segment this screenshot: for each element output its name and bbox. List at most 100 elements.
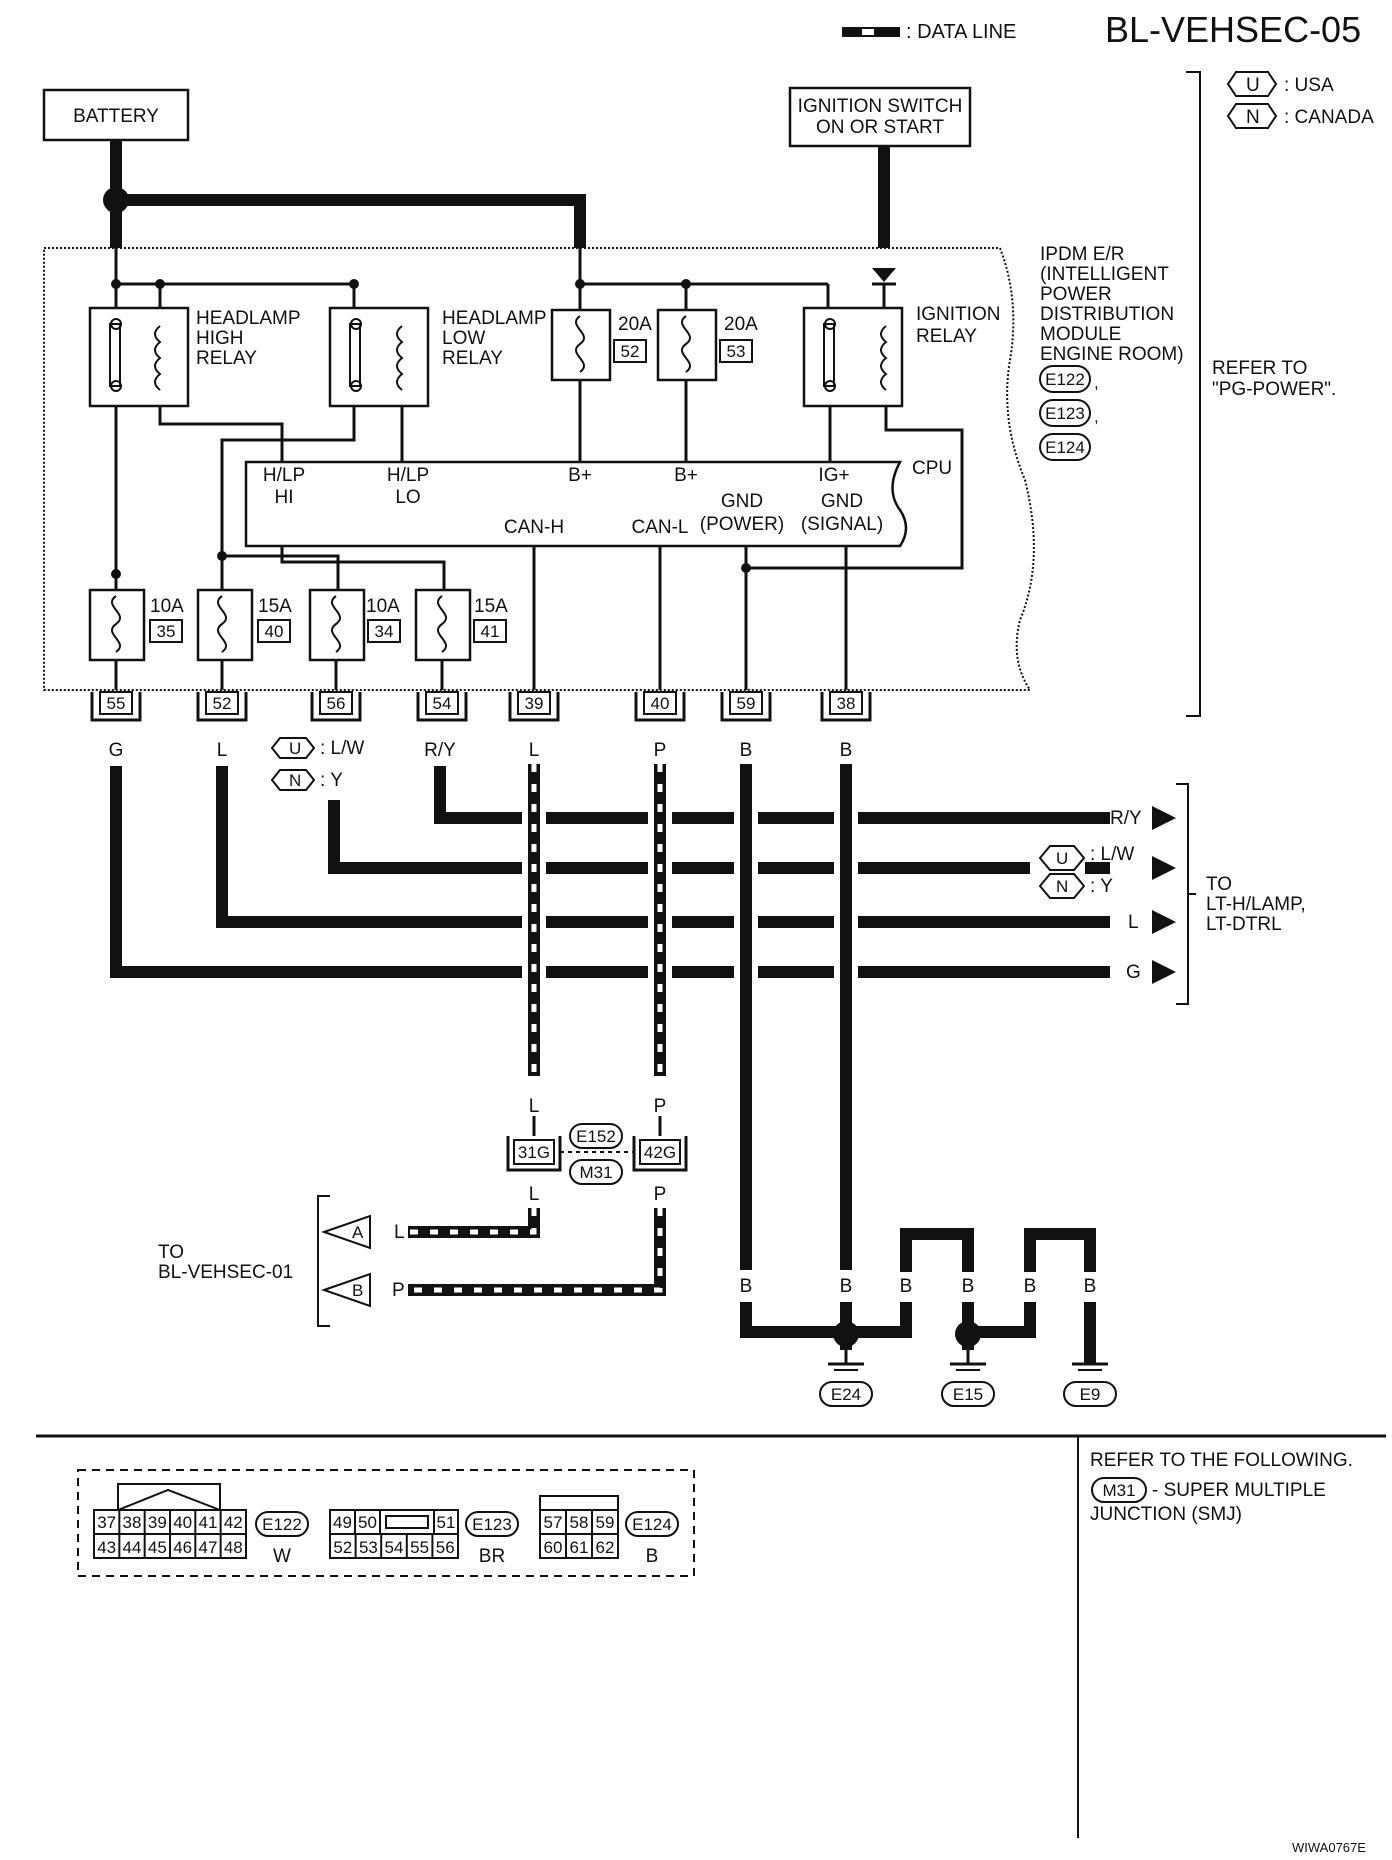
- fuse-41: 15A 41: [414, 588, 508, 662]
- cpu-gnd-signal-1: GND: [821, 491, 863, 512]
- ground-symbols: [828, 1348, 1108, 1371]
- out-y-label: : Y: [1090, 876, 1113, 897]
- pin56-color-legend: U : L/W N : Y: [270, 737, 364, 791]
- headlamp-low-relay: HEADLAMP LOW RELAY: [328, 306, 547, 408]
- cpu-hlp-lo-2: LO: [395, 487, 420, 508]
- wire-l: [216, 766, 1110, 928]
- ipdm-conn-e124: E124: [1045, 438, 1085, 457]
- region-legend: U : USA N : CANADA: [1226, 71, 1374, 129]
- link-a-code: A: [352, 1223, 364, 1242]
- joint-pin-42g: 42G: [644, 1143, 676, 1162]
- joint-connector: 31G 42G E152 M31: [506, 1123, 688, 1185]
- fuse-35: 10A 35: [88, 588, 184, 662]
- ig-relay-line2: RELAY: [916, 326, 977, 347]
- hh-relay-line2: HIGH: [196, 328, 244, 349]
- out-u-code: U: [1056, 849, 1068, 868]
- terminal-40: 40 P: [634, 691, 686, 761]
- out-dest-2: LT-H/LAMP,: [1206, 894, 1306, 915]
- terminal-54-pin: 54: [433, 694, 452, 713]
- fuse-52-amps: 20A: [618, 314, 652, 335]
- terminal-40-pin: 40: [651, 694, 670, 713]
- ground-b-6: B: [1084, 1276, 1097, 1297]
- ground-b-1: B: [740, 1276, 753, 1297]
- link-bl-vehsec01: BL-VEHSEC-01: [158, 1262, 293, 1283]
- usa-code: U: [1246, 75, 1260, 96]
- refer-smj-code: M31: [1102, 1481, 1135, 1500]
- terminal-39-color: L: [529, 740, 540, 761]
- connector-pin: 37: [97, 1513, 116, 1532]
- conn-e122-color: W: [273, 1546, 291, 1567]
- cpu-hlp-hi-2: HI: [275, 487, 294, 508]
- wire-ry: [434, 766, 1110, 824]
- ig-relay-line1: IGNITION: [916, 304, 1000, 325]
- connector-e123: [329, 1509, 459, 1559]
- joint-wire-p-bottom: P: [654, 1184, 667, 1205]
- terminal-54-color: R/Y: [424, 740, 456, 761]
- terminal-row: 55 G 52 L 56 54 R/Y 39 L 4: [90, 691, 872, 761]
- hl-relay-line2: LOW: [442, 328, 485, 349]
- link-to: TO: [158, 1242, 184, 1263]
- ipdm-bracket: [1186, 71, 1201, 717]
- cpu-gnd-signal-2: (SIGNAL): [801, 514, 883, 535]
- fuse-53-number: 53: [727, 342, 746, 361]
- ignition-label-2: ON OR START: [816, 117, 944, 138]
- ipdm-conn-e123: E123: [1045, 404, 1085, 423]
- ground-e24: E24: [831, 1385, 861, 1404]
- connector-pin: 52: [333, 1538, 352, 1557]
- cpu-label: CPU: [912, 458, 952, 479]
- refer-smj-label: - SUPER MULTIPLE: [1152, 1480, 1326, 1501]
- connector-views-box: [77, 1469, 695, 1577]
- connector-pin: 42: [224, 1513, 243, 1532]
- cpu-can-l: CAN-L: [631, 517, 688, 538]
- ground-jumper-1: [900, 1228, 974, 1272]
- terminal-38-pin: 38: [837, 694, 856, 713]
- joint-wire-p-top: P: [654, 1096, 667, 1117]
- ground-labels: E24 E15 E9: [819, 1381, 1117, 1407]
- ground-b-4: B: [962, 1276, 975, 1297]
- refer-following-title: REFER TO THE FOLLOWING.: [1090, 1450, 1353, 1471]
- refer-smj-label-2: JUNCTION (SMJ): [1090, 1504, 1242, 1525]
- out-ry-label: R/Y: [1110, 808, 1142, 829]
- pin56-u-label: : L/W: [320, 738, 364, 759]
- joint-conn-m31: M31: [579, 1163, 612, 1182]
- ipdm-label: IPDM E/R (INTELLIGENT POWER DISTRIBUTION…: [1040, 244, 1184, 365]
- svg-text:,: ,: [1094, 373, 1099, 392]
- output-bracket: [1176, 783, 1189, 1005]
- page-title: BL-VEHSEC-05: [1105, 9, 1361, 50]
- joint-wire-l-bottom: L: [529, 1184, 540, 1205]
- ignition-relay: IGNITION RELAY: [802, 304, 1000, 408]
- ground-splice-e15: [955, 1321, 981, 1347]
- terminal-52: 52 L: [196, 691, 248, 761]
- joint-wire-l-top: L: [529, 1096, 540, 1117]
- conn-e123-name: E123: [472, 1515, 512, 1534]
- connector-pin: 53: [359, 1538, 378, 1557]
- ipdm-line-3: POWER: [1040, 284, 1112, 305]
- fuse-53: 20A 53: [656, 308, 758, 382]
- cpu-gnd-power-1: GND: [721, 491, 763, 512]
- connector-pin: 62: [596, 1538, 615, 1557]
- fuse-40-number: 40: [265, 622, 284, 641]
- hl-relay-line1: HEADLAMP: [442, 308, 547, 329]
- canada-label: : CANADA: [1284, 107, 1374, 128]
- output-arrows: R/Y U : L/W N : Y L G: [1038, 806, 1176, 984]
- terminal-39-pin: 39: [525, 694, 544, 713]
- ignition-label-1: IGNITION SWITCH: [798, 96, 963, 117]
- ipdm-line-1: IPDM E/R: [1040, 244, 1124, 265]
- svg-text:,: ,: [1094, 407, 1099, 426]
- fuse-34: 10A 34: [308, 588, 401, 662]
- connector-e124: [539, 1495, 619, 1559]
- terminal-56: 56: [310, 691, 362, 722]
- conn-e124-name: E124: [632, 1515, 672, 1534]
- cpu-bplus-1: B+: [568, 465, 592, 486]
- terminal-52-pin: 52: [213, 694, 232, 713]
- connector-pin: 50: [358, 1513, 377, 1532]
- terminal-38-color: B: [840, 740, 853, 761]
- terminal-38: 38 B: [820, 691, 872, 761]
- pg-power-label: "PG-POWER".: [1212, 379, 1336, 400]
- ipdm-conn-e122: E122: [1045, 370, 1085, 389]
- battery-box: [42, 88, 190, 142]
- connector-pin: 56: [436, 1538, 455, 1557]
- terminal-55-color: G: [109, 740, 124, 761]
- link-a-wire: L: [394, 1222, 405, 1243]
- cpu-gnd-power-2: (POWER): [700, 514, 784, 535]
